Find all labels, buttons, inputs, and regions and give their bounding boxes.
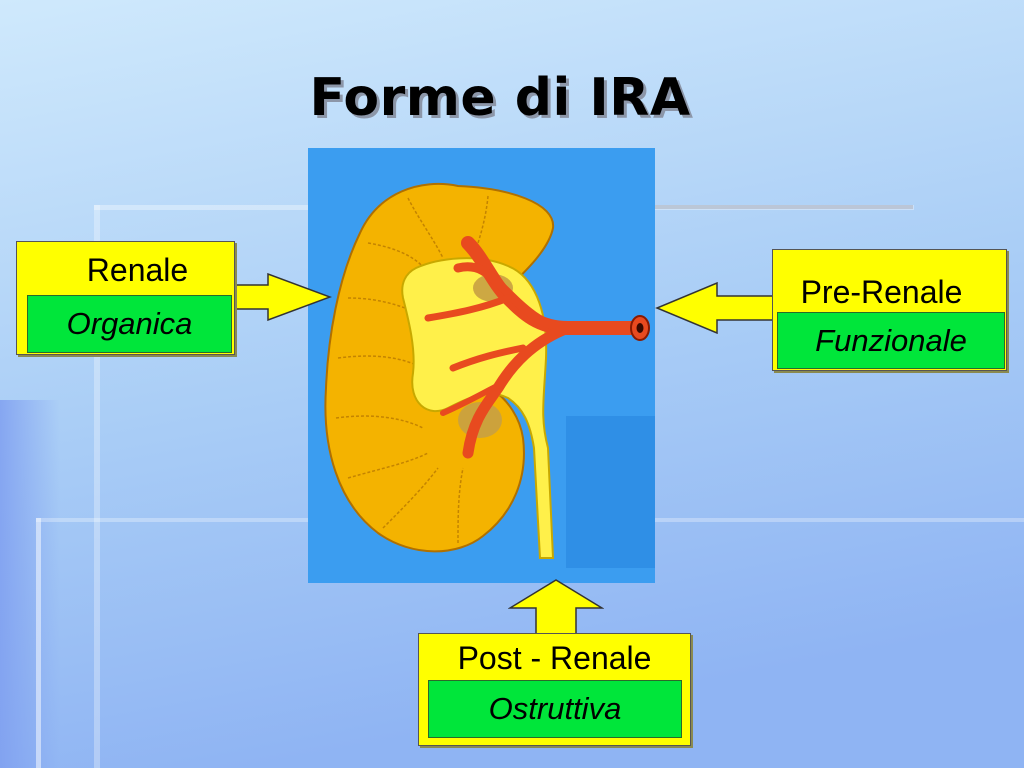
post-renale-sublabel: Ostruttiva xyxy=(428,680,682,738)
kidney-illustration xyxy=(308,148,655,583)
renale-label: Renale xyxy=(86,252,189,288)
arrow-pre-renale xyxy=(655,282,775,334)
box-post-renale: Post - Renale Ostruttiva xyxy=(418,633,691,746)
pre-renale-sublabel: Funzionale xyxy=(777,312,1005,369)
slide-title: Forme di IRA xyxy=(309,68,691,128)
arrow-post-renale xyxy=(508,579,604,638)
renale-sublabel: Organica xyxy=(27,295,232,353)
box-renale: Renale Organica xyxy=(16,241,235,355)
arrow-renale xyxy=(232,273,332,321)
box-pre-renale: Pre-Renale Funzionale xyxy=(772,249,1007,371)
pre-renale-label: Pre-Renale xyxy=(800,274,963,310)
post-renale-label: Post - Renale xyxy=(457,640,652,676)
